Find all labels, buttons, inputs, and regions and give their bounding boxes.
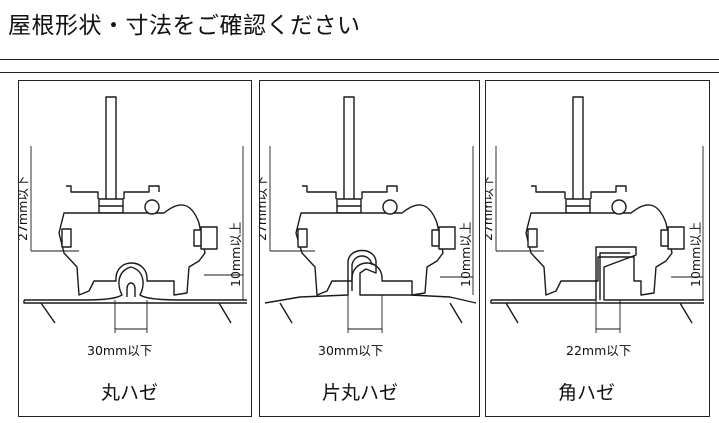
panel-name: 角ハゼ	[558, 382, 615, 404]
dim-label-right: 10mm以上	[688, 222, 703, 287]
title-rule-top	[0, 59, 719, 60]
roof-seam	[491, 246, 704, 301]
clamp-plate-right	[590, 185, 627, 199]
clamp-plate-right	[361, 185, 398, 199]
side-bolt-tip	[61, 228, 72, 248]
title-rule-bottom	[0, 72, 719, 73]
clamp-plate-right	[123, 185, 160, 199]
clamp-hole	[382, 199, 398, 215]
roof-seam	[264, 249, 477, 304]
clamp-plate	[66, 185, 99, 199]
side-bolt-head	[200, 226, 218, 250]
dim-label-bottom: 22mm以下	[566, 343, 631, 358]
side-bolt-head	[667, 226, 685, 250]
panel-kaku-haze: 27mm以下 10mm以上 22mm以下 角ハゼ	[485, 80, 710, 417]
clamp-plate	[531, 185, 566, 199]
clamp-body	[295, 204, 444, 296]
clamp-drawing-kaku-haze: 27mm以下 10mm以上 22mm以下 角ハゼ	[486, 96, 704, 404]
panel-maru-haze: 27mm以下 10mm以上 30mm以下 丸ハゼ	[18, 80, 252, 417]
roof-seam	[24, 266, 247, 301]
dim-label-left: 27mm以下	[486, 176, 495, 241]
clamp-body	[525, 204, 673, 296]
clamp-body	[58, 204, 206, 296]
panel-name: 片丸ハゼ	[322, 382, 398, 404]
side-bolt-head	[438, 226, 456, 250]
clamp-drawing-maru-haze: 27mm以下 10mm以上 30mm以下 丸ハゼ	[19, 96, 247, 404]
clamp-plate	[302, 185, 337, 199]
dim-label-right: 10mm以上	[228, 222, 243, 287]
dim-label-bottom: 30mm以下	[87, 343, 152, 358]
side-bolt-tip	[527, 228, 538, 248]
dim-label-bottom: 30mm以下	[318, 343, 383, 358]
panel-name: 丸ハゼ	[101, 382, 158, 404]
panel-katamaru-haze: 27mm以下 10mm以上 30mm以下 片丸ハゼ	[259, 80, 480, 417]
page-title: 屋根形状・寸法をご確認ください	[8, 13, 361, 39]
side-bolt-tip	[297, 228, 308, 248]
dim-label-right: 10mm以上	[458, 222, 473, 287]
clamp-hole	[144, 199, 160, 215]
bolt-shaft	[343, 96, 355, 204]
dim-label-left: 27mm以下	[260, 176, 269, 241]
dim-label-left: 27mm以下	[19, 176, 30, 241]
clamp-hole	[611, 199, 627, 215]
bolt-shaft	[105, 96, 117, 204]
clamp-drawing-katamaru-haze: 27mm以下 10mm以上 30mm以下 片丸ハゼ	[260, 96, 477, 404]
bolt-shaft	[572, 96, 584, 204]
